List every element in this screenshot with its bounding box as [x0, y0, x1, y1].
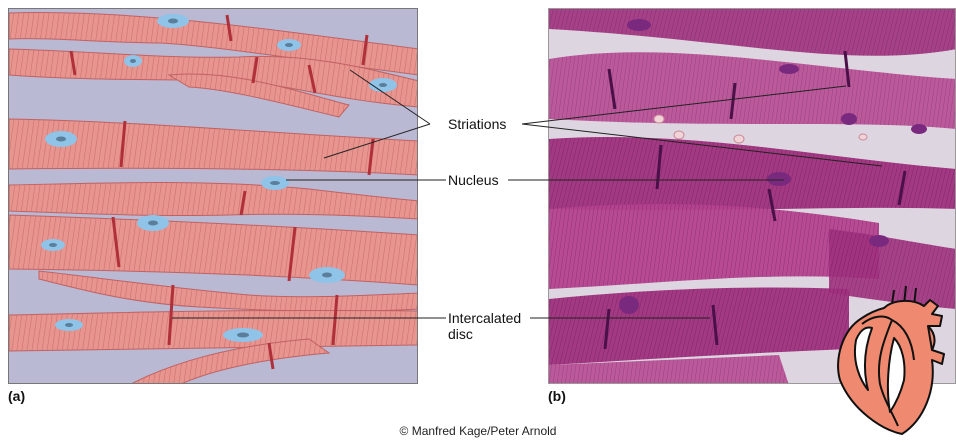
label-striations: Striations [448, 116, 506, 132]
nucleus [45, 131, 77, 147]
nucleus [261, 176, 289, 190]
nucleus [369, 78, 397, 92]
label-intercalated-disc: Intercalated disc [448, 310, 521, 342]
nucleus [41, 239, 65, 251]
nucleus [137, 215, 169, 231]
nucleus [309, 267, 345, 283]
panel-label-b: (b) [548, 388, 566, 404]
panel-label-a: (a) [8, 388, 25, 404]
illustration-panel [8, 8, 418, 384]
nucleus [277, 39, 301, 51]
nucleus [55, 319, 83, 331]
heart-icon [832, 280, 956, 440]
cardiac-muscle-illustration [9, 9, 418, 384]
label-nucleus: Nucleus [448, 172, 499, 188]
nucleus [157, 14, 189, 28]
nucleus [223, 328, 263, 342]
image-credit: © Manfred Kage/Peter Arnold [0, 424, 956, 438]
nucleus [124, 55, 142, 67]
